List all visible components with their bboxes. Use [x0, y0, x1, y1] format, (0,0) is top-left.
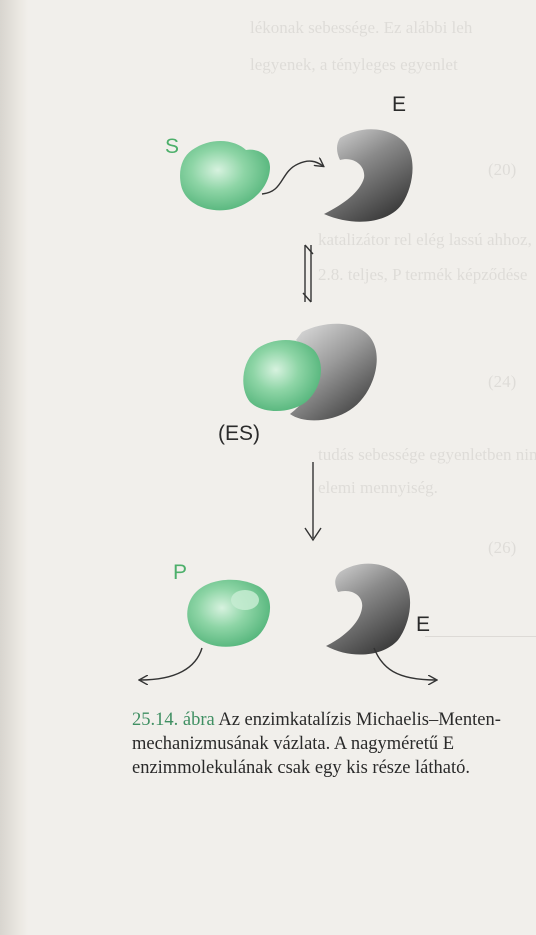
enzyme-label-top: E — [392, 94, 406, 115]
complex-label: (ES) — [218, 423, 260, 444]
enzyme-release-arrow — [374, 648, 436, 680]
product-blob — [187, 580, 270, 647]
enzyme-label-bottom: E — [416, 614, 430, 635]
reaction-arrow — [305, 462, 321, 540]
product-highlight — [231, 590, 259, 610]
equilibrium-arrows — [303, 245, 313, 302]
figure-number: 25.14. ábra — [132, 710, 215, 730]
binding-arrow — [262, 161, 323, 194]
substrate-blob — [180, 141, 270, 210]
enzyme-blob-bottom — [326, 564, 410, 655]
enzyme-blob-top — [324, 129, 413, 221]
product-release-arrow — [140, 648, 202, 680]
product-label: P — [173, 562, 187, 583]
substrate-label: S — [165, 136, 179, 157]
figure-caption: 25.14. ábra Az enzimkatalízis Michaelis–… — [132, 708, 536, 780]
